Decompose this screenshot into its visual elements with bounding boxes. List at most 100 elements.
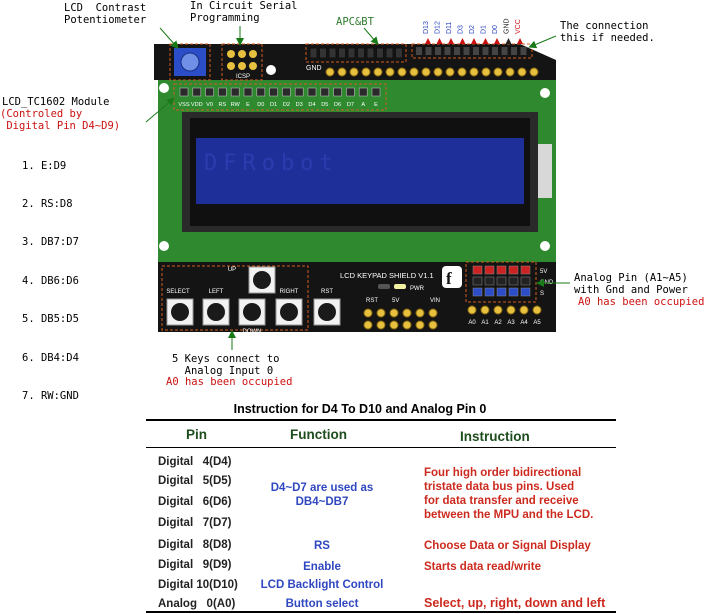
analog-3pin	[496, 276, 507, 286]
gold-pin	[409, 67, 419, 77]
potentiometer-highlight	[169, 43, 211, 81]
mounting-hole	[540, 88, 550, 98]
pwr-led	[394, 284, 406, 289]
small-pin	[463, 47, 470, 55]
connection-annotation: The connection this if needed.	[560, 20, 655, 44]
analog-side-label: 5V	[540, 269, 547, 275]
header-pin	[385, 47, 394, 59]
instruction-button: Select, up, right, down and left	[424, 596, 606, 610]
analog-3pin	[508, 265, 519, 275]
pin-d8: Digital 8(D8)	[158, 539, 232, 551]
lcd-header-label: A	[361, 102, 365, 108]
top-pin-label: D3	[458, 25, 465, 34]
gnd-label: GND	[306, 65, 322, 72]
lcd-header-pin	[371, 87, 381, 97]
lcd-header-pin	[358, 87, 368, 97]
top-pin-label: D1	[481, 25, 488, 34]
gold-pin	[433, 67, 443, 77]
header-pin: Pin	[186, 427, 208, 442]
header-pin	[328, 47, 337, 59]
key-label: RST	[321, 289, 333, 295]
top-pin-label: D2	[469, 25, 476, 34]
key-cap	[171, 303, 189, 321]
lcd-header-label: D4	[308, 102, 315, 108]
lcd-header-highlight	[173, 83, 387, 111]
analog-gold-pin	[467, 305, 477, 315]
gold-pin	[337, 67, 347, 77]
shield-name: LCD KEYPAD SHIELD V1.1	[340, 271, 434, 280]
small-pin	[444, 47, 451, 55]
lcd-header-label: VDD	[191, 102, 203, 108]
analog-label: A4	[520, 320, 528, 326]
gold-pin	[505, 67, 515, 77]
small-pin	[511, 47, 517, 55]
header-function: Function	[290, 427, 347, 442]
analog-gold-pin	[480, 305, 490, 315]
pwr-label: PWR	[410, 286, 425, 292]
analog-3pin	[472, 287, 483, 297]
pin-d6: Digital 6(D6)	[158, 496, 232, 508]
arrow-apc-bt	[363, 27, 379, 46]
digital-header-pins	[325, 67, 539, 77]
analog-label: A5	[533, 320, 541, 326]
analog-3pin	[508, 287, 519, 297]
icsp-header	[227, 50, 257, 70]
key-cap	[280, 303, 298, 321]
key-label: UP	[228, 267, 236, 273]
power-pin	[415, 320, 425, 330]
pwr-led	[378, 284, 390, 289]
analog-3pin	[520, 276, 531, 286]
analog-label: A3	[507, 320, 515, 326]
pin-arrow	[482, 38, 489, 44]
top-pin-label: VCC	[515, 19, 522, 34]
lcd-header-pin	[179, 87, 189, 97]
analog-label: A0	[468, 320, 476, 326]
gold-pin	[385, 67, 395, 77]
pin-arrow	[494, 38, 500, 44]
lcd-header-pin	[269, 87, 278, 97]
lcd-pin-item: 2. RS:D8	[22, 197, 73, 210]
apc-bt-annotation: APC&BT	[336, 16, 374, 28]
analog-gold-pins	[467, 305, 542, 315]
lcd-header-pin	[230, 87, 240, 97]
lcd-contrast-annotation: LCD Contrast Potentiometer	[64, 2, 147, 26]
pin-d9: Digital 9(D9)	[158, 559, 232, 571]
pin-arrow	[459, 38, 466, 44]
lcd-header-pin	[256, 87, 266, 97]
potentiometer-knob	[180, 52, 200, 72]
power-pin	[389, 308, 399, 318]
analog-gold-pin	[493, 305, 503, 315]
analog-3pin	[472, 276, 483, 286]
small-pin	[425, 47, 432, 55]
header-pin	[357, 47, 365, 59]
lcd-header-pins	[179, 87, 381, 97]
pin-d5: Digital 5(D5)	[158, 475, 232, 487]
lcd-header-pin	[320, 87, 330, 97]
gold-pin	[361, 67, 371, 77]
top-pin-label: D13	[423, 21, 430, 34]
power-header-pins	[363, 308, 438, 330]
small-pin	[520, 47, 527, 55]
lcd-module-controlled: (Controled by Digital Pin D4~D9)	[0, 108, 121, 132]
gold-pin	[493, 67, 503, 77]
gold-pin	[481, 67, 491, 77]
gold-pin	[397, 67, 407, 77]
keys-annotation: 5 Keys connect to Analog Input 0	[172, 353, 280, 377]
function-backlight: LCD Backlight Control	[260, 579, 384, 591]
power-label: VIN	[430, 298, 440, 304]
gold-pin	[445, 67, 455, 77]
lcd-header-pin	[205, 87, 214, 97]
apc-bt-header	[309, 47, 403, 59]
lcd-header-label: D5	[321, 102, 328, 108]
lcd-header-pin	[243, 87, 253, 97]
function-button: Button select	[285, 598, 359, 610]
key-cap	[318, 303, 336, 321]
analog-gold-pin	[506, 305, 516, 315]
header-pin	[347, 47, 356, 59]
function-rs: RS	[314, 540, 330, 552]
key-cap	[253, 271, 271, 289]
lcd-pin-item: 7. RW:GND	[22, 389, 79, 402]
power-pin	[428, 320, 438, 330]
